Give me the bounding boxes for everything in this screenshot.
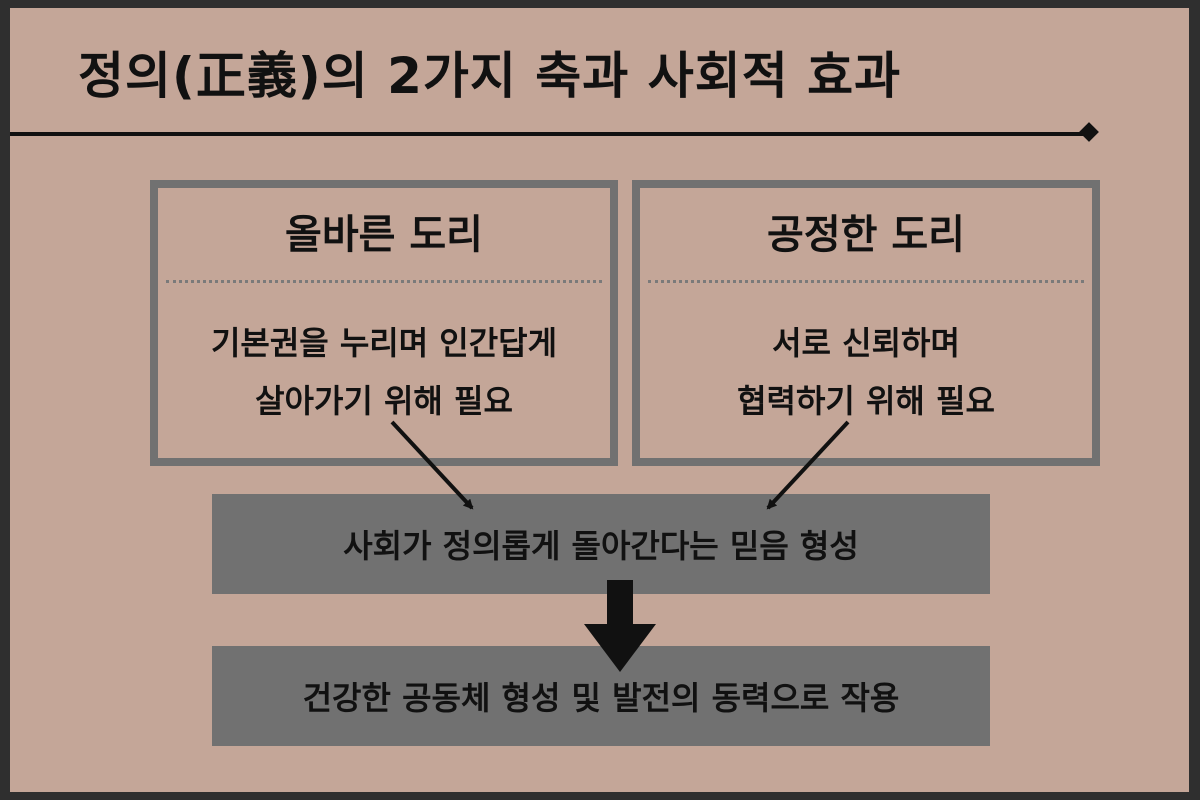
right-arrow xyxy=(766,420,850,510)
description-line: 살아가기 위해 필요 xyxy=(255,382,513,420)
description-line: 기본권을 누리며 인간답게 xyxy=(210,324,558,362)
down-arrow-icon xyxy=(584,580,656,672)
box-description: 서로 신뢰하며 협력하기 위해 필요 xyxy=(640,314,1092,430)
dotted-divider xyxy=(166,280,602,283)
box-heading: 공정한 도리 xyxy=(767,212,965,258)
box-description: 기본권을 누리며 인간답게 살아가기 위해 필요 xyxy=(158,314,610,430)
box-correct-principle: 올바른 도리 기본권을 누리며 인간답게 살아가기 위해 필요 xyxy=(150,180,618,466)
dotted-divider xyxy=(648,280,1084,283)
description-line: 서로 신뢰하며 xyxy=(772,324,960,362)
box-fair-principle: 공정한 도리 서로 신뢰하며 협력하기 위해 필요 xyxy=(632,180,1100,466)
left-arrow xyxy=(390,420,474,510)
result-community-bar: 건강한 공동체 형성 및 발전의 동력으로 작용 xyxy=(212,646,990,746)
connector-arrows xyxy=(390,420,850,672)
diagram-canvas: 정의(正義)의 2가지 축과 사회적 효과 올바른 도리 기본권을 누리며 인간… xyxy=(10,8,1189,792)
result-belief-bar: 사회가 정의롭게 돌아간다는 믿음 형성 xyxy=(212,494,990,594)
title-underline xyxy=(10,132,1090,136)
description-line: 협력하기 위해 필요 xyxy=(737,382,995,420)
page-title: 정의(正義)의 2가지 축과 사회적 효과 xyxy=(78,47,902,105)
box-heading: 올바른 도리 xyxy=(285,212,483,258)
